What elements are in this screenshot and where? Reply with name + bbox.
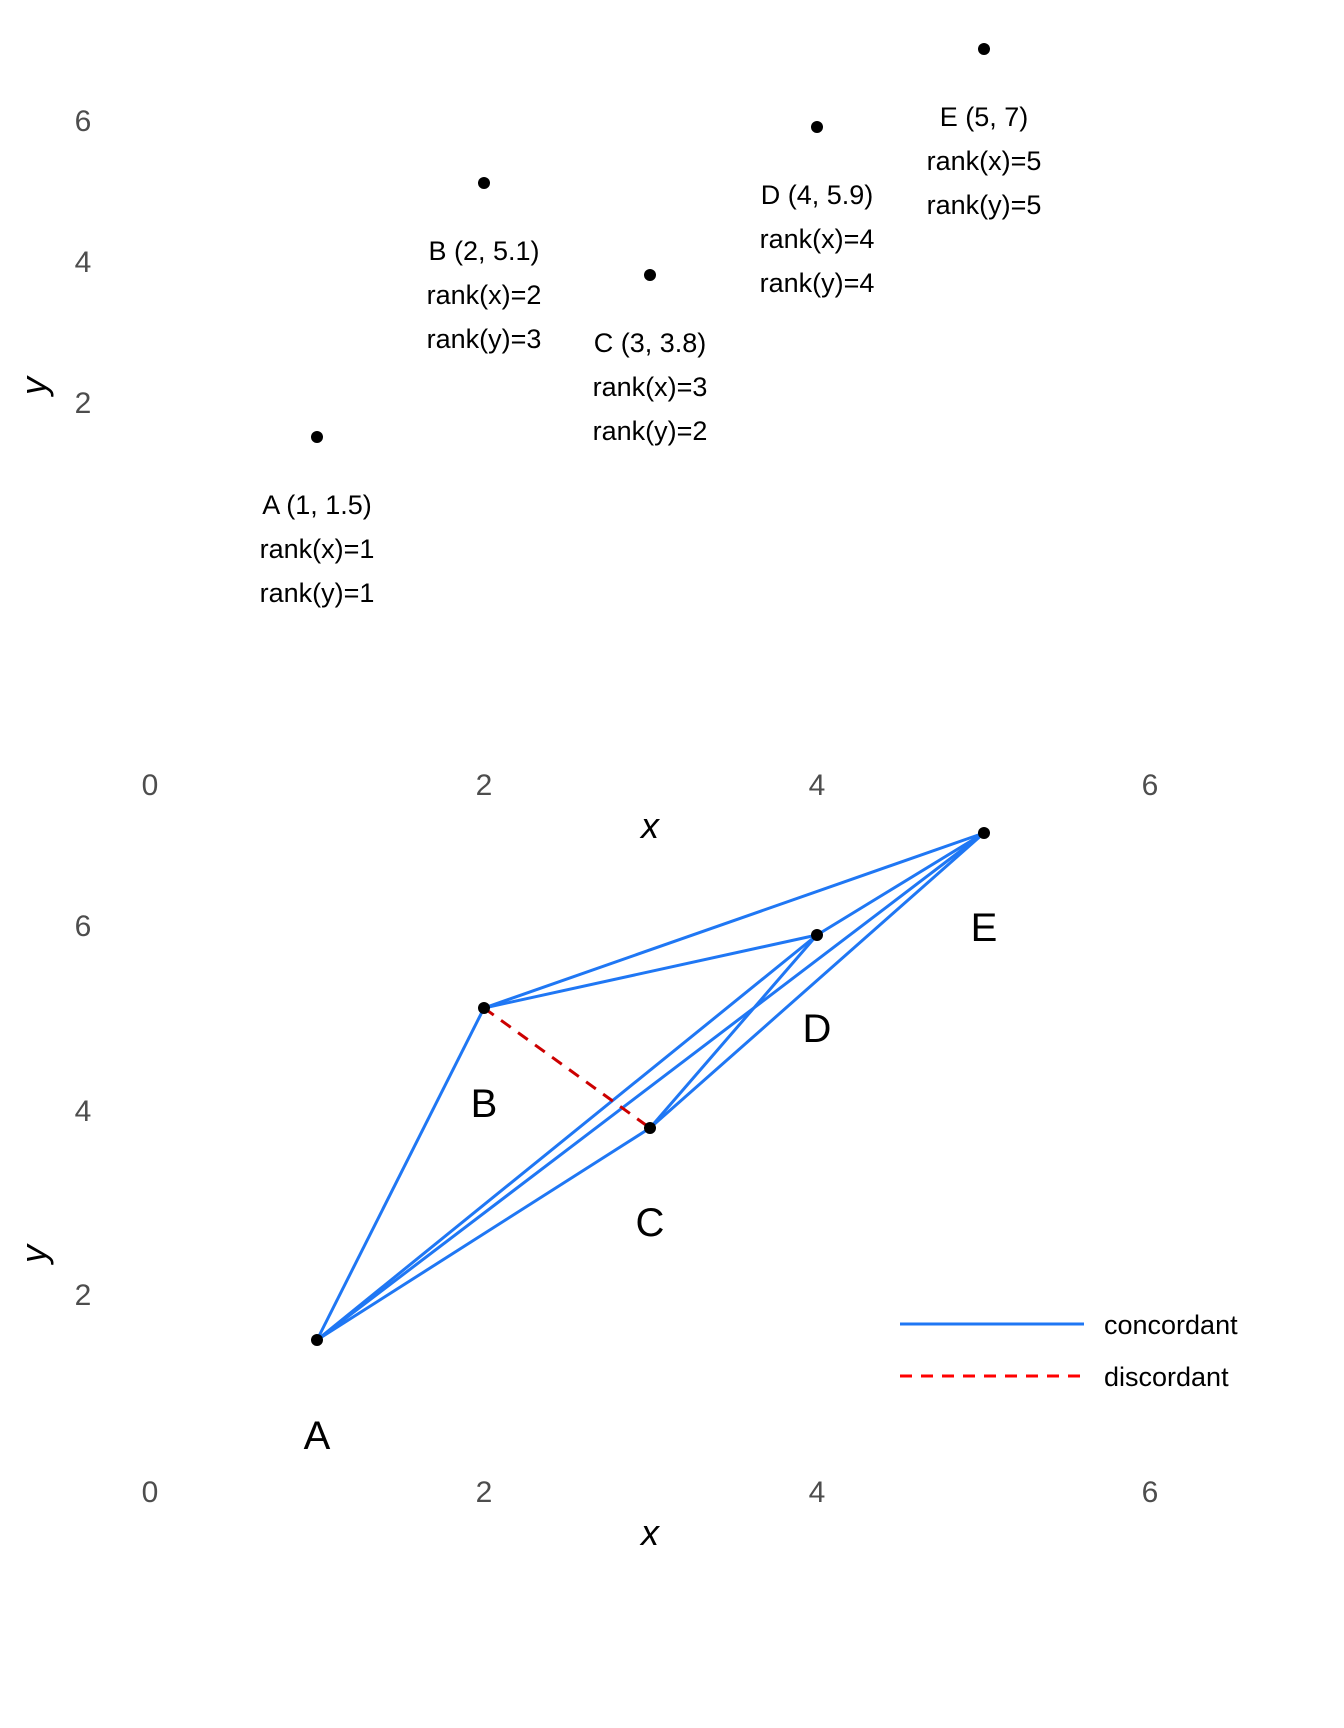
- top-x-tick-4: 4: [809, 769, 826, 802]
- svg-text:rank(x)=2: rank(x)=2: [427, 280, 542, 310]
- svg-text:rank(y)=1: rank(y)=1: [260, 578, 375, 608]
- pair-line-b-d: [483, 933, 818, 1010]
- top-panel: 6 4 2 y 0 2 4 6 x A (1, 1.5) rank(x)=1 r…: [13, 43, 1158, 846]
- bottom-y-axis-title: y: [13, 1243, 54, 1266]
- legend: concordant discordant: [900, 1310, 1238, 1392]
- pair-line-b-e: [483, 831, 985, 1010]
- top-y-tick-6: 6: [75, 105, 92, 138]
- pair-line-a-e: [316, 831, 985, 1342]
- bottom-point-d: [811, 929, 823, 941]
- svg-text:rank(y)=3: rank(y)=3: [427, 324, 542, 354]
- legend-item-discordant: discordant: [900, 1362, 1229, 1392]
- concordant-lines: [315, 831, 985, 1342]
- bottom-y-tick-2: 2: [75, 1279, 92, 1312]
- svg-text:C (3, 3.8): C (3, 3.8): [594, 328, 707, 358]
- top-label-e: E (5, 7) rank(x)=5 rank(y)=5: [927, 102, 1042, 220]
- bottom-point-b: [478, 1002, 490, 1014]
- bottom-point-c: [644, 1122, 656, 1134]
- pair-line-b-c-discordant: [483, 1006, 651, 1130]
- bottom-label-a: A: [304, 1414, 331, 1458]
- pair-line-a-b: [315, 1007, 486, 1341]
- bottom-label-e: E: [971, 906, 998, 950]
- bottom-label-d: D: [803, 1007, 832, 1051]
- svg-text:E (5, 7): E (5, 7): [940, 102, 1029, 132]
- bottom-x-tick-2: 2: [476, 1476, 493, 1509]
- bottom-y-tick-4: 4: [75, 1095, 92, 1128]
- svg-text:rank(y)=2: rank(y)=2: [593, 416, 708, 446]
- legend-item-concordant: concordant: [900, 1310, 1238, 1340]
- top-label-d: D (4, 5.9) rank(x)=4 rank(y)=4: [760, 180, 875, 298]
- top-x-tick-2: 2: [476, 769, 493, 802]
- svg-text:D (4, 5.9): D (4, 5.9): [761, 180, 874, 210]
- top-point-c: [644, 269, 656, 281]
- svg-text:rank(y)=4: rank(y)=4: [760, 268, 875, 298]
- bottom-x-axis-title: x: [639, 1512, 661, 1553]
- svg-text:A (1, 1.5): A (1, 1.5): [262, 490, 372, 520]
- top-x-tick-6: 6: [1142, 769, 1159, 802]
- bottom-panel: 6 4 2 y 0 2 4 6 x A B C: [13, 827, 1238, 1553]
- svg-text:concordant: concordant: [1104, 1310, 1238, 1340]
- top-label-a: A (1, 1.5) rank(x)=1 rank(y)=1: [260, 490, 375, 608]
- top-point-e: [978, 43, 990, 55]
- top-label-c: C (3, 3.8) rank(x)=3 rank(y)=2: [593, 328, 708, 446]
- pair-line-c-e: [649, 831, 985, 1130]
- top-point-b: [478, 177, 490, 189]
- svg-text:discordant: discordant: [1104, 1362, 1229, 1392]
- top-label-b: B (2, 5.1) rank(x)=2 rank(y)=3: [427, 236, 542, 354]
- pair-line-c-d: [648, 934, 819, 1129]
- pair-line-d-e: [816, 831, 985, 937]
- svg-text:rank(x)=5: rank(x)=5: [927, 146, 1042, 176]
- top-y-axis-title: y: [13, 375, 54, 398]
- bottom-point-a: [311, 1334, 323, 1346]
- bottom-x-tick-6: 6: [1142, 1476, 1159, 1509]
- bottom-point-e: [978, 827, 990, 839]
- bottom-label-b: B: [471, 1082, 498, 1126]
- bottom-label-c: C: [636, 1201, 665, 1245]
- top-point-a: [311, 431, 323, 443]
- bottom-x-tick-0: 0: [142, 1476, 159, 1509]
- bottom-y-tick-6: 6: [75, 910, 92, 943]
- top-y-tick-2: 2: [75, 387, 92, 420]
- top-y-tick-4: 4: [75, 246, 92, 279]
- pair-line-a-d: [316, 933, 818, 1342]
- bottom-x-tick-4: 4: [809, 1476, 826, 1509]
- svg-text:rank(x)=4: rank(x)=4: [760, 224, 875, 254]
- svg-text:rank(x)=1: rank(x)=1: [260, 534, 375, 564]
- svg-text:rank(x)=3: rank(x)=3: [593, 372, 708, 402]
- top-x-axis-title: x: [639, 805, 661, 846]
- svg-text:B (2, 5.1): B (2, 5.1): [428, 236, 539, 266]
- top-x-tick-0: 0: [142, 769, 159, 802]
- pair-line-a-c: [316, 1126, 651, 1342]
- svg-text:rank(y)=5: rank(y)=5: [927, 190, 1042, 220]
- top-point-d: [811, 121, 823, 133]
